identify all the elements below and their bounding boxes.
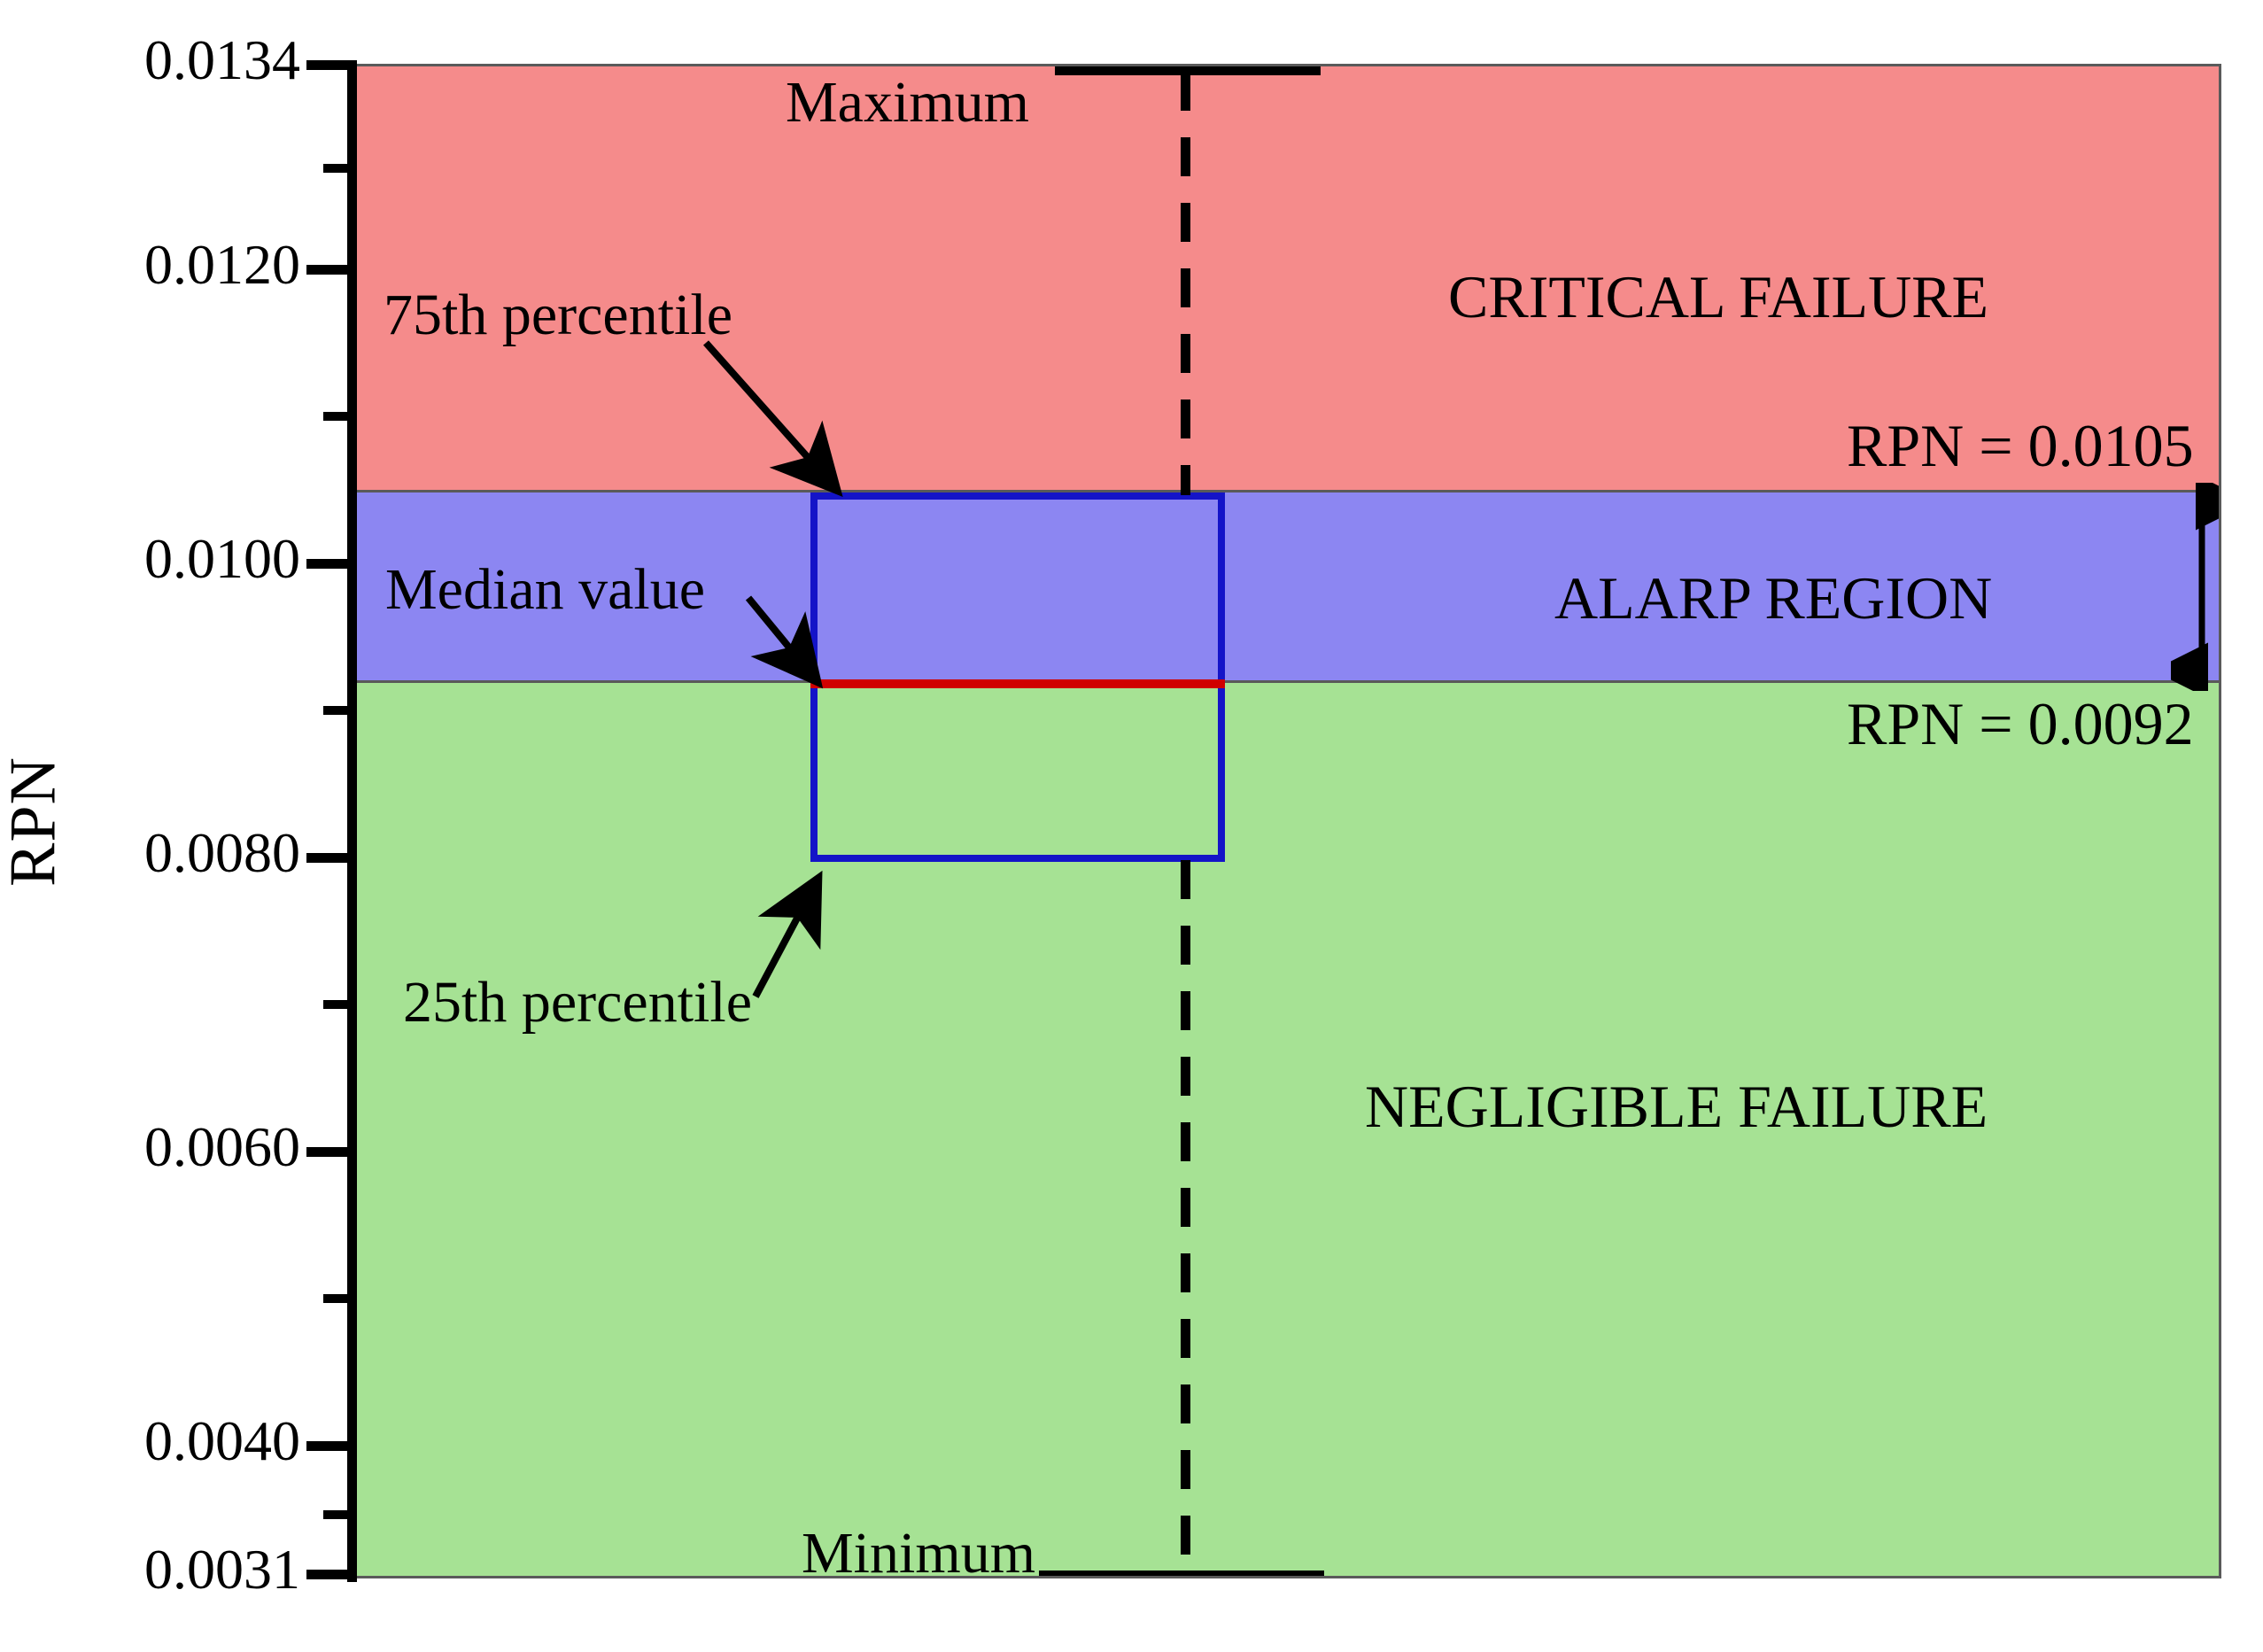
y-tick-minor-0.0110 bbox=[323, 412, 347, 421]
plot-area: CRITICAL FAILURE ALARP REGION NEGLIGIBLE… bbox=[353, 64, 2221, 1578]
band-separator-upper bbox=[355, 490, 2219, 492]
y-tick-label-4: 0.0060 bbox=[144, 1115, 300, 1178]
band-negligible-failure bbox=[355, 683, 2219, 1576]
y-tick-label-1: 0.0120 bbox=[144, 233, 300, 296]
y-tick-label-0: 0.0134 bbox=[144, 28, 300, 91]
alarp-span-arrow bbox=[2171, 483, 2219, 691]
y-tick-label-6: 0.0031 bbox=[144, 1538, 300, 1601]
y-tick-label-5: 0.0040 bbox=[144, 1409, 300, 1472]
y-tick-minor-0.0090 bbox=[323, 706, 347, 715]
band-alarp-region bbox=[355, 492, 2219, 680]
y-tick-major-0.0040 bbox=[306, 1441, 347, 1451]
annotation-arrows bbox=[703, 340, 843, 998]
y-tick-major-0.0080 bbox=[306, 853, 347, 863]
y-tick-minor-0.0050 bbox=[323, 1294, 347, 1303]
boxplot-whisker-cap-max bbox=[1055, 66, 1321, 75]
region-label-alarp: ALARP REGION bbox=[1554, 564, 1993, 632]
y-tick-major-0.0060 bbox=[306, 1147, 347, 1157]
y-tick-label-3: 0.0080 bbox=[144, 821, 300, 884]
y-tick-label-2: 0.0100 bbox=[144, 527, 300, 590]
band-critical-failure bbox=[355, 66, 2219, 490]
y-tick-minor-0.0070 bbox=[323, 1000, 347, 1009]
region-label-negligible: NEGLIGIBLE FAILURE bbox=[1365, 1073, 1988, 1140]
y-tick-minor-0.0035 bbox=[323, 1510, 347, 1519]
boxplot-median-line bbox=[810, 679, 1225, 688]
annotation-median: Median value bbox=[385, 557, 706, 622]
y-tick-minor-0.0127 bbox=[323, 164, 347, 173]
y-axis-line bbox=[347, 60, 357, 1582]
y-tick-major-0.0100 bbox=[306, 559, 347, 569]
y-tick-major-0.0031 bbox=[306, 1570, 347, 1579]
threshold-label-upper: RPN = 0.0105 bbox=[1847, 412, 2194, 479]
y-tick-major-0.0134 bbox=[306, 60, 347, 70]
y-axis-title: RPN bbox=[0, 756, 70, 887]
band-separator-lower bbox=[355, 680, 2219, 683]
annotation-p75: 75th percentile bbox=[384, 283, 733, 347]
annotation-maximum: Maximum bbox=[786, 70, 1029, 135]
boxplot-whisker-upper-dashed bbox=[1181, 72, 1190, 495]
region-label-critical: CRITICAL FAILURE bbox=[1448, 263, 1989, 330]
threshold-label-lower: RPN = 0.0092 bbox=[1847, 690, 2194, 757]
annotation-p25: 25th percentile bbox=[403, 970, 753, 1035]
annotation-minimum: Minimum bbox=[802, 1521, 1036, 1578]
boxplot-whisker-lower-dashed bbox=[1181, 860, 1190, 1574]
y-tick-major-0.0120 bbox=[306, 265, 347, 275]
